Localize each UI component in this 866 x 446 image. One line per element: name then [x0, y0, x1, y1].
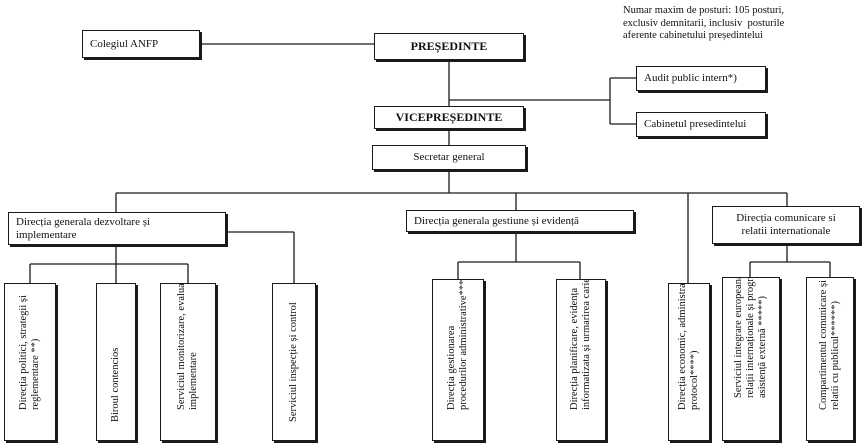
node-label: Colegiul ANFP	[90, 37, 159, 50]
leaf-label: Direcția gestionarea procedurilor admini…	[446, 279, 469, 410]
leaf-label: Biroul contencios	[110, 347, 121, 422]
leaf-serviciul-integrare: Serviciul integrare europeană, relații i…	[722, 277, 780, 441]
node-label: Cabinetul presedintelui	[644, 118, 747, 130]
max-posts-note: Numar maxim de posturi: 105 posturi, exc…	[623, 5, 785, 41]
leaf-serviciul-monitorizare: Serviciul monitorizare, evaluare și impl…	[160, 283, 216, 441]
leaf-label: Direcția politici, strategii și reglemen…	[18, 295, 41, 410]
node-directia-generala-gestiune: Direcția generala gestiune și evidență	[406, 210, 634, 232]
leaf-label: Direcția planificare, evidența informati…	[569, 279, 592, 410]
node-directia-comunicare: Direcția comunicare si relatii internati…	[712, 206, 860, 244]
node-vicepresedinte: VICEPREȘEDINTE	[374, 106, 524, 129]
node-directia-generala-dezvoltare: Direcția generala dezvoltare și implemen…	[8, 212, 226, 245]
node-colegiul-anfp: Colegiul ANFP	[82, 30, 200, 58]
leaf-label: Compartimentul comunicare și relatii cu …	[818, 279, 841, 410]
leaf-label: Direcția economic, administrativ și prot…	[677, 283, 700, 410]
leaf-biroul-contencios: Biroul contencios	[96, 283, 136, 441]
leaf-serviciul-inspectie: Serviciul inspecție și control	[272, 283, 316, 441]
node-label: Direcția generala gestiune și evidență	[414, 214, 579, 227]
leaf-compartimentul-comunicare: Compartimentul comunicare și relatii cu …	[806, 277, 854, 441]
node-label: Direcția comunicare si relatii internati…	[736, 212, 836, 237]
leaf-directia-economic: Direcția economic, administrativ și prot…	[668, 283, 710, 441]
leaf-label: Serviciul inspecție și control	[288, 302, 299, 422]
node-secretar-general: Secretar general	[372, 145, 526, 170]
node-presedinte: PREȘEDINTE	[374, 33, 524, 60]
node-label: VICEPREȘEDINTE	[395, 110, 503, 124]
node-label: Secretar general	[413, 151, 485, 163]
leaf-directia-politici: Direcția politici, strategii și reglemen…	[4, 283, 56, 441]
leaf-directia-planificare: Direcția planificare, evidența informati…	[556, 279, 606, 441]
node-label: PREȘEDINTE	[410, 39, 488, 53]
node-label: Audit public intern*)	[644, 72, 737, 84]
node-cabinetul-presedintelui: Cabinetul presedintelui	[636, 112, 766, 137]
leaf-label: Serviciul monitorizare, evaluare și impl…	[176, 283, 199, 410]
leaf-label: Serviciul integrare europeană, relații i…	[733, 277, 768, 398]
leaf-directia-gestionarea: Direcția gestionarea procedurilor admini…	[432, 279, 484, 441]
node-audit-public-intern: Audit public intern*)	[636, 66, 766, 91]
node-label: Direcția generala dezvoltare și implemen…	[16, 215, 151, 241]
